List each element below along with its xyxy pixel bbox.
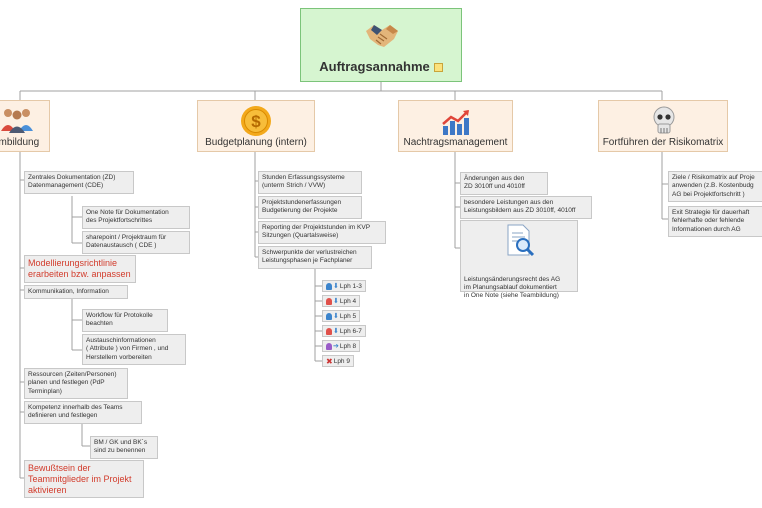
stop-icon: ✖ — [326, 357, 333, 366]
leaf-onenote-dokumentation[interactable]: One Note für Dokumentation des Projektfo… — [82, 206, 190, 229]
leaf-lph-item[interactable]: ⬇Lph 6-7 — [322, 325, 366, 337]
leaf-besondere-leistungen[interactable]: besondere Leistungen aus den Leistungsbi… — [460, 196, 592, 219]
leaf-sharepoint[interactable]: sharepoint / Projektraum für Datenaustau… — [82, 231, 190, 254]
person-icon — [326, 283, 332, 290]
leaf-modellierungsrichtlinie[interactable]: Modellierungsrichtlinie erarbeiten bzw. … — [24, 255, 136, 283]
lph-label: Lph 1-3 — [339, 283, 362, 291]
leaf-aenderungen[interactable]: Änderungen aus den ZD 3010ff und 4010ff — [460, 172, 548, 195]
branch-team[interactable]: ambildung — [0, 100, 50, 152]
leaf-leistungsaenderungsrecht[interactable]: Leistungsänderungsrecht des AG im Planun… — [460, 220, 578, 299]
leaf-austauschinformationen[interactable]: Austauschinformationen ( Attribute ) von… — [82, 334, 186, 365]
leaf-stunden-erfassung[interactable]: Stunden Erfassungssysteme (unterm Strich… — [258, 171, 362, 194]
arrow-down-icon: ⬇ — [333, 328, 339, 335]
lph-label: Lph 8 — [339, 343, 357, 351]
leaf-bm-gk-bk[interactable]: BM / GK und BK´s sind zu benennen — [90, 436, 158, 459]
lph-label: Lph 9 — [333, 358, 350, 366]
person-icon — [326, 343, 332, 350]
leaf-workflow-protokolle[interactable]: Workflow für Protokolle beachten — [82, 309, 168, 332]
leaf-exit-strategie[interactable]: Exit Strategie für dauerhaft fehlerhafte… — [668, 206, 762, 237]
leaf-ziele-risikomatrix[interactable]: Ziele / Risikomatrix auf Proje anwenden … — [668, 171, 762, 202]
leaf-lph-item[interactable]: ⬇Lph 4 — [322, 295, 361, 307]
arrow-down-icon: ⬇ — [333, 313, 339, 320]
root-topic[interactable]: Auftragsannahme — [300, 8, 462, 82]
branch-label-budget: Budgetplanung (intern) — [205, 137, 307, 148]
leaf-lph-item[interactable]: ⬇Lph 5 — [322, 310, 361, 322]
document-search-icon — [507, 224, 535, 257]
leaf-ressourcen[interactable]: Ressourcen (Zeiten/Personen) planen und … — [24, 368, 128, 399]
team-people-icon — [1, 109, 33, 133]
leaf-lph-item[interactable]: ⬇Lph 1-3 — [322, 280, 366, 292]
leaf-zentrale-dokumentation[interactable]: Zentrales Dokumentation (ZD) Datenmanage… — [24, 171, 134, 194]
leaf-lph-item[interactable]: ✖Lph 9 — [322, 355, 354, 367]
person-icon — [326, 313, 332, 320]
branch-budget[interactable]: $ Budgetplanung (intern) — [197, 100, 315, 152]
root-title: Auftragsannahme — [319, 59, 430, 74]
note-icon[interactable] — [433, 63, 443, 73]
branch-label-nachtrag: Nachtragsmanagement — [403, 137, 508, 148]
leaf-lph-item[interactable]: ➔Lph 8 — [322, 340, 361, 352]
person-icon — [326, 298, 332, 305]
leaf-projektstundenerfassung[interactable]: Projektstundenerfassungen Budgetierung d… — [258, 196, 362, 219]
rising-chart-icon — [442, 110, 469, 135]
leistungsaenderungsrecht-text: Leistungsänderungsrecht des AG im Planun… — [464, 275, 561, 300]
leaf-bewusstsein[interactable]: Bewußtsein der Teammitglieder im Projekt… — [24, 460, 144, 499]
arrow-down-icon: ⬇ — [333, 298, 339, 305]
arrow-right-icon: ➔ — [333, 343, 339, 350]
dollar-coin-icon: $ — [241, 106, 271, 136]
handshake-icon — [366, 25, 398, 47]
leaf-schwerpunkte[interactable]: Schwerpunkte der verlustreichen Leistung… — [258, 246, 372, 269]
lph-label: Lph 5 — [339, 313, 357, 321]
leaf-kommunikation[interactable]: Kommunikation, Information — [24, 285, 128, 300]
lph-label: Lph 4 — [339, 298, 357, 306]
leaf-kompetenz[interactable]: Kompetenz innerhalb des Teams definieren… — [24, 401, 142, 424]
arrow-down-icon: ⬇ — [333, 283, 339, 290]
skull-icon — [653, 106, 675, 134]
branch-label-team: ambildung — [0, 137, 40, 148]
branch-label-risiko: Fortführen der Risikomatrix — [602, 137, 724, 148]
person-icon — [326, 328, 332, 335]
branch-risiko[interactable]: Fortführen der Risikomatrix — [598, 100, 728, 152]
branch-nachtrag[interactable]: Nachtragsmanagement — [398, 100, 513, 152]
leaf-reporting[interactable]: Reporting der Projektstunden im KVP Sitz… — [258, 221, 386, 244]
lph-label: Lph 6-7 — [339, 328, 362, 336]
svg-text:$: $ — [251, 112, 261, 131]
